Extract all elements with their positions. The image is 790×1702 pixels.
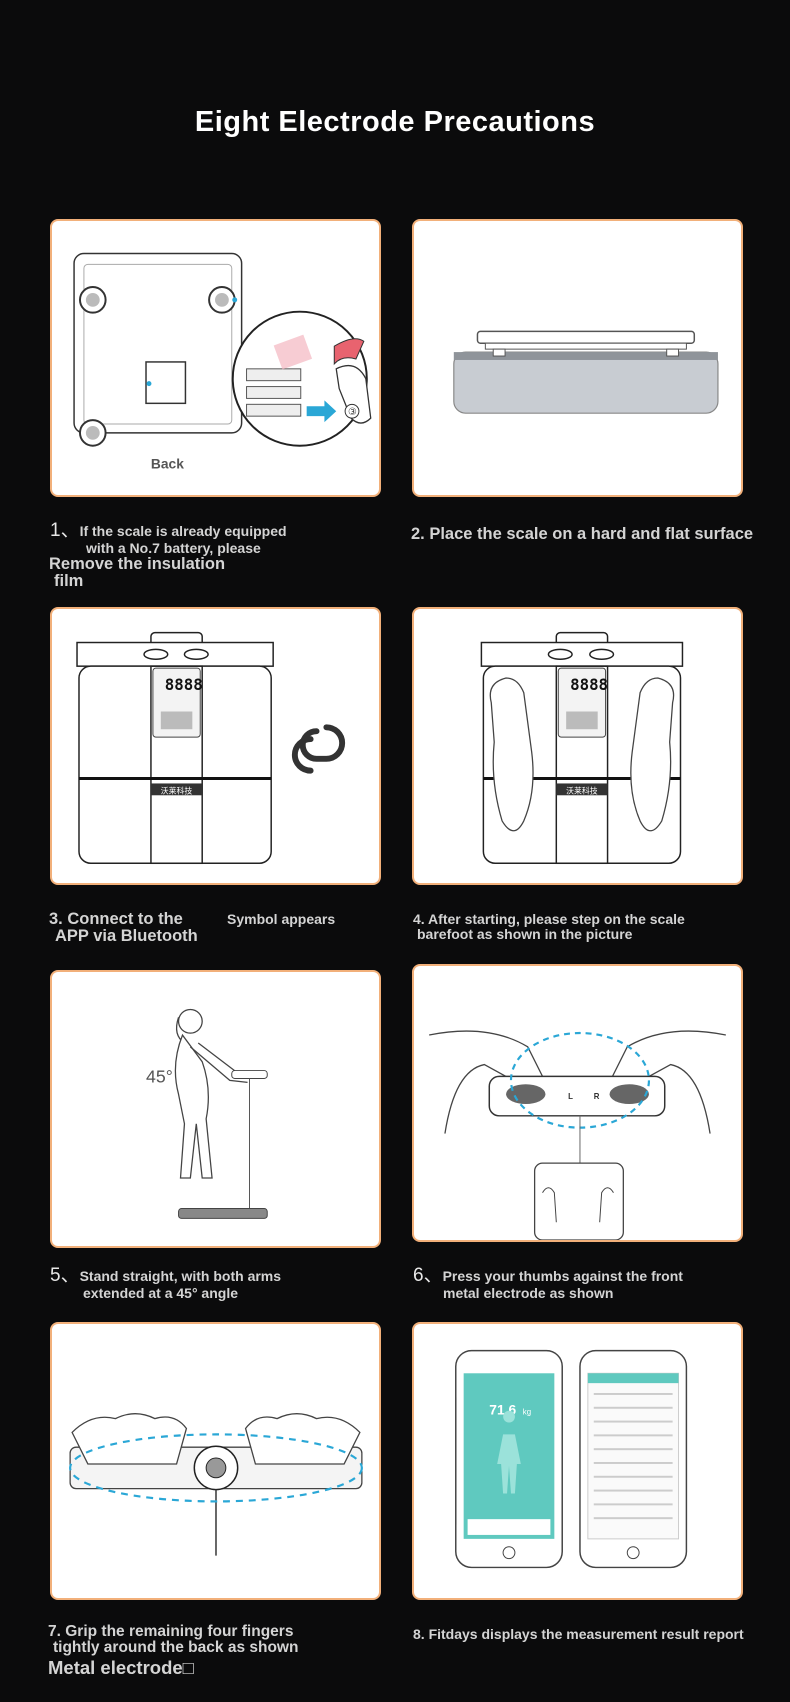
app-weight-unit: kg	[523, 1408, 531, 1417]
step6-number: 6、	[413, 1265, 443, 1286]
step4-caption: 4. After starting, please step on the sc…	[413, 912, 685, 941]
left-electrode-label: L	[568, 1092, 573, 1101]
step7-caption: 7. Grip the remaining four fingers tight…	[48, 1623, 299, 1657]
step8-image-app-report: 71.6 kg	[412, 1322, 743, 1600]
scale-lcd-reading: 8888	[165, 675, 203, 694]
step7-line2: tightly around the back as shown	[53, 1639, 299, 1657]
step8-caption: 8. Fitdays displays the measurement resu…	[413, 1626, 744, 1642]
back-label: Back	[151, 456, 184, 471]
scale-lcd-reading: 8888	[570, 675, 608, 694]
step3-image-bluetooth: 8888 沃莱科技	[50, 607, 381, 885]
step1-line1: If the scale is already equipped	[79, 523, 287, 539]
battery-step-number: ③	[348, 407, 357, 418]
step5-line1: Stand straight, with both arms	[79, 1268, 282, 1284]
step2-image-flat-surface	[412, 219, 743, 497]
scale-brand-logo: 沃莱科技	[566, 785, 598, 795]
step7-image-grip	[50, 1322, 381, 1600]
scale-brand-logo: 沃莱科技	[161, 785, 193, 795]
step4-line1: 4. After starting, please step on the sc…	[413, 911, 685, 927]
step1-caption: 1、If the scale is already equipped with …	[50, 521, 287, 556]
step3-note: Symbol appears	[227, 911, 336, 927]
angle-label: 45°	[146, 1066, 173, 1086]
step6-line2: metal electrode as shown	[443, 1284, 614, 1301]
step7-note: Metal electrode□	[48, 1657, 194, 1678]
step7-line1: 7. Grip the remaining four fingers	[48, 1623, 294, 1640]
step1-note2: film	[54, 572, 84, 591]
step3-line1: 3. Connect to the	[49, 910, 183, 928]
step1-note: Remove the insulation film	[49, 555, 226, 591]
page-title: Eight Electrode Precautions	[194, 106, 596, 138]
step6-caption: 6、Press your thumbs against the front me…	[413, 1266, 683, 1301]
right-electrode-label: R	[594, 1092, 600, 1101]
step5-number: 5、	[50, 1265, 80, 1286]
step4-line2: barefoot as shown in the picture	[417, 925, 633, 942]
step4-image-barefoot: 8888 沃莱科技	[412, 607, 743, 885]
step2-caption: 2. Place the scale on a hard and flat su…	[411, 526, 754, 543]
step3-line2: APP via Bluetooth	[55, 927, 198, 946]
step5-image-posture: 45°	[50, 970, 381, 1248]
step6-line1: Press your thumbs against the front	[442, 1268, 683, 1284]
step5-caption: 5、Stand straight, with both arms extende…	[50, 1266, 281, 1301]
step1-note1: Remove the insulation	[49, 555, 226, 573]
step3-caption: 3. Connect to the APP via Bluetooth	[49, 910, 198, 946]
step1-number: 1、	[50, 520, 80, 541]
step1-image-battery: ③ Back	[50, 219, 381, 497]
step6-image-thumbs: L R	[412, 964, 743, 1242]
bluetooth-link-icon	[291, 724, 346, 774]
step5-line2: extended at a 45° angle	[83, 1284, 238, 1301]
step1-line2: with a No.7 battery, please	[86, 539, 261, 556]
